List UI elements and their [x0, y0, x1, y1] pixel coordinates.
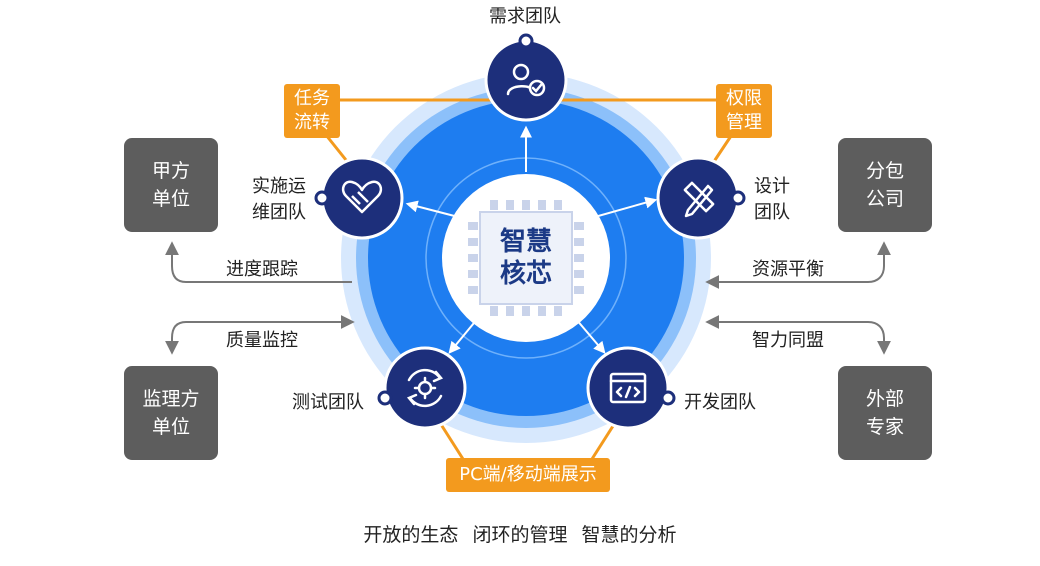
party-expert: 外部 专家	[838, 366, 932, 460]
node-implement-label-line2: 维团队	[252, 202, 306, 223]
party-client-line2: 单位	[151, 188, 190, 210]
tag-display: PC端/移动端展示	[446, 458, 610, 492]
handshake-heart-icon	[341, 180, 383, 214]
party-subcontract-line1: 分包	[865, 160, 904, 182]
node-test-circle[interactable]	[377, 346, 467, 430]
core-label: 智慧 核芯	[476, 208, 576, 308]
tag-permission-line2: 管理	[726, 112, 762, 133]
party-subcontract: 分包 公司	[838, 138, 932, 232]
footer-part1: 开放的生态	[363, 524, 459, 546]
node-design-label-line1: 设计	[754, 176, 790, 197]
chip-icon	[468, 200, 584, 316]
tag-task-flow-line1: 任务	[294, 88, 330, 109]
node-implement-label-line1: 实施运	[252, 176, 306, 197]
flow-quality-label: 质量监控	[226, 330, 298, 351]
party-expert-line1: 外部	[865, 388, 904, 410]
party-supervisor-line2: 单位	[151, 416, 190, 438]
node-implement-label: 实施运 维团队	[252, 174, 306, 226]
node-dev-label: 开发团队	[684, 392, 756, 413]
party-subcontract-line2: 公司	[865, 188, 904, 210]
party-supervisor-line1: 监理方	[142, 388, 200, 410]
core-arrows	[405, 125, 658, 354]
party-client-line1: 甲方	[151, 160, 190, 182]
tag-display-label: PC端/移动端展示	[459, 464, 597, 485]
footer-slogan: 开放的生态 闭环的管理 智慧的分析	[0, 520, 1040, 547]
node-dev-circle[interactable]	[586, 346, 676, 430]
tag-task-flow-line2: 流转	[294, 112, 330, 133]
flow-progress-label: 进度跟踪	[226, 259, 298, 280]
footer-part2: 闭环的管理	[472, 524, 568, 546]
gear-cycle-icon	[406, 368, 444, 408]
party-expert-line2: 专家	[865, 416, 904, 438]
tag-permission-line1: 权限	[726, 88, 762, 109]
tag-permission: 权限 管理	[716, 84, 772, 138]
node-implement-circle[interactable]	[314, 156, 404, 240]
party-client: 甲方 单位	[124, 138, 218, 232]
core-label-line1: 智慧	[499, 227, 552, 257]
pencil-ruler-icon	[683, 181, 715, 218]
party-supervisor: 监理方 单位	[124, 366, 218, 460]
node-demand-label: 需求团队	[489, 6, 561, 27]
tag-task-flow: 任务 流转	[284, 84, 340, 138]
node-test-label: 测试团队	[292, 392, 364, 413]
node-design-label-line2: 团队	[754, 202, 790, 223]
core-label-line2: 核芯	[499, 259, 552, 289]
flow-arrows	[165, 241, 891, 355]
code-window-icon	[609, 372, 647, 404]
node-design-label: 设计 团队	[754, 174, 790, 226]
node-demand-circle[interactable]	[484, 33, 568, 122]
user-check-icon	[506, 63, 546, 97]
footer-part3: 智慧的分析	[581, 524, 677, 546]
flow-resource-label: 资源平衡	[752, 259, 824, 280]
flow-alliance-label: 智力同盟	[752, 330, 824, 351]
node-design-circle[interactable]	[656, 156, 746, 240]
